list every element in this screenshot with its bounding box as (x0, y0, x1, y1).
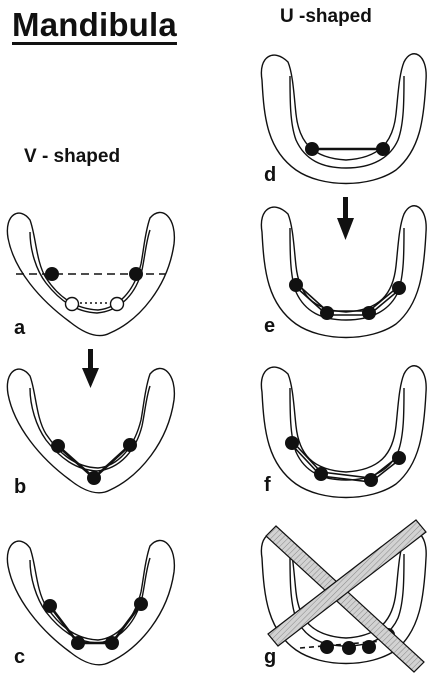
panel-b-point-1 (51, 439, 65, 453)
panel-d-label: d (264, 164, 276, 187)
panel-a-point-right (129, 267, 143, 281)
panel-d-point-left (305, 142, 319, 156)
panel-a-open-point-right (111, 298, 124, 311)
panel-f-jaw (261, 366, 426, 498)
panel-b-point-3 (123, 438, 137, 452)
panel-g-cross-bar-2 (268, 520, 426, 646)
panel-c-label: c (14, 646, 25, 669)
panel-a-open-point-left (66, 298, 79, 311)
panel-g-point-3 (362, 640, 376, 654)
arrow-down-icon-right (337, 197, 354, 240)
panel-b-label: b (14, 476, 26, 499)
panel-d-jaw (261, 54, 426, 184)
panel-e-point-4 (392, 281, 406, 295)
panel-g-point-1 (320, 640, 334, 654)
panel-f-point-1 (285, 436, 299, 450)
panel-c-point-3 (105, 636, 119, 650)
panel-e-point-1 (289, 278, 303, 292)
panel-f-point-2 (314, 467, 328, 481)
panel-e-point-2 (320, 306, 334, 320)
panel-a-label: a (14, 317, 25, 340)
panel-e-point-3 (362, 306, 376, 320)
panel-c-arch-line (50, 604, 141, 643)
panel-f-arch-line-inner (292, 445, 399, 482)
panel-c-point-1 (43, 599, 57, 613)
arrow-down-icon-left (82, 349, 99, 388)
panel-f-point-4 (392, 451, 406, 465)
panel-a-point-left (45, 267, 59, 281)
panel-g-label: g (264, 646, 276, 669)
panel-g-point-2 (342, 641, 356, 655)
panel-c-point-4 (134, 597, 148, 611)
panel-b-point-2 (87, 471, 101, 485)
panel-c-jaw (7, 540, 174, 664)
panel-d-point-right (376, 142, 390, 156)
panel-e-label: e (264, 315, 275, 338)
panel-f-label: f (264, 474, 271, 497)
panel-c-point-2 (71, 636, 85, 650)
panel-f-point-3 (364, 473, 378, 487)
